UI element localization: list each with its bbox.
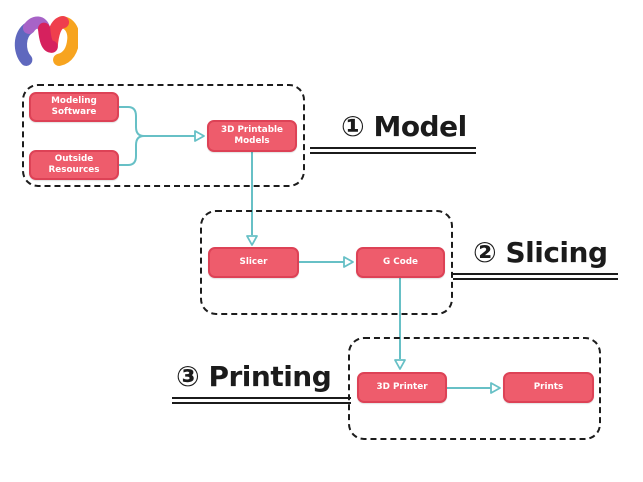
node-outside-resources: Outside Resources [29,150,119,180]
node-3d-printable-models: 3D Printable Models [207,120,297,152]
stage-label-printing: ③ Printing [176,360,332,393]
stage-underline-printing [172,397,351,404]
node-label: Prints [533,381,564,392]
node-slicer: Slicer [208,247,299,278]
stage-label-slicing: ② Slicing [473,236,608,269]
node-label: Outside Resources [48,153,100,175]
node-label: Modeling Software [51,95,97,117]
node-label: 3D Printable Models [221,124,283,146]
node-g-code: G Code [356,247,445,278]
stage-underline-slicing [453,273,618,280]
node-modeling-software: Modeling Software [29,92,119,122]
node-label: 3D Printer [376,381,428,392]
stage-group-model [22,84,305,187]
node-3d-printer: 3D Printer [357,372,447,403]
node-label: Slicer [239,256,268,267]
stage-underline-model [310,147,476,154]
m-ribbon-logo-icon [14,16,80,66]
logo [14,10,80,72]
node-label: G Code [382,256,419,267]
stage-group-slicing [200,210,453,315]
node-prints: Prints [503,372,594,403]
stage-group-printing [348,337,601,440]
stage-label-model: ① Model [341,110,467,143]
